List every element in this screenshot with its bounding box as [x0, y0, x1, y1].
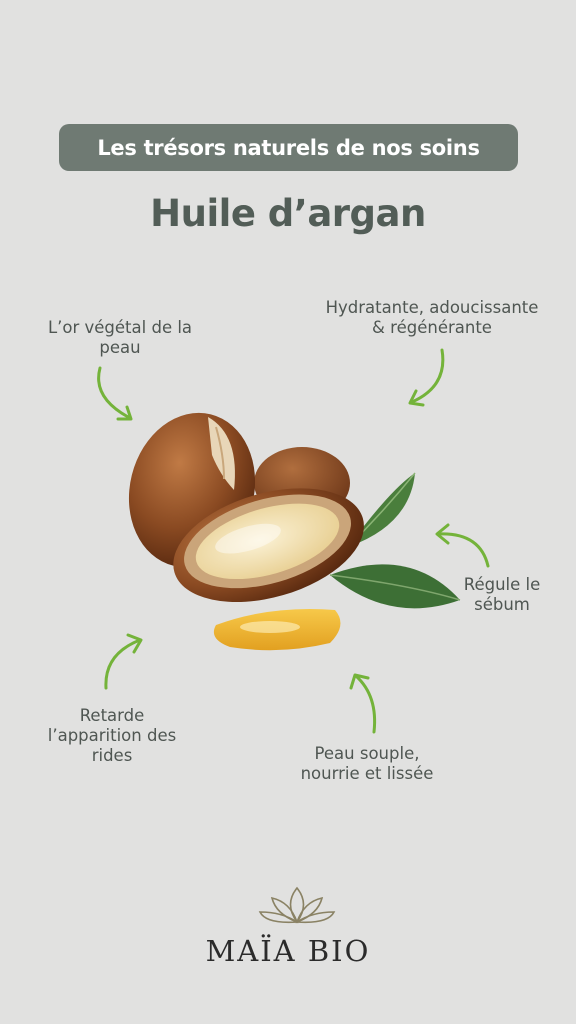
- benefit-label-sebum: Régule le sébum: [446, 575, 558, 615]
- benefit-label-wrinkles: Retarde l’apparition des rides: [22, 706, 202, 766]
- benefit-line: Hydratante, adoucissante: [325, 298, 539, 317]
- page-title: Huile d’argan: [150, 192, 426, 235]
- benefit-line: Régule le: [463, 575, 541, 594]
- curved-arrow-icon: [408, 348, 445, 407]
- benefit-label-hydrating: Hydratante, adoucissante & régénérante: [298, 298, 566, 338]
- benefit-line: peau: [99, 338, 141, 357]
- benefit-label-supple-skin: Peau souple, nourrie et lissée: [262, 744, 472, 784]
- benefit-line: & régénérante: [372, 318, 492, 337]
- curved-arrow-icon: [349, 673, 377, 734]
- curved-arrow-icon: [97, 366, 133, 421]
- benefit-line: Peau souple,: [314, 744, 420, 763]
- benefit-line: l’apparition des: [47, 726, 177, 745]
- benefit-label-golden-oil: L’or végétal de la peau: [20, 318, 220, 358]
- benefit-line: Retarde: [79, 706, 145, 725]
- benefit-line: nourrie et lissée: [300, 764, 434, 783]
- argan-nuts-illustration: [128, 412, 461, 651]
- benefit-line: sébum: [474, 595, 530, 614]
- benefit-line: rides: [91, 746, 133, 765]
- curved-arrow-icon: [435, 523, 490, 568]
- benefit-line: L’or végétal de la: [47, 318, 193, 337]
- lotus-icon: [258, 886, 336, 924]
- curved-arrow-icon: [104, 633, 143, 690]
- brand-name: MAÏA BIO: [205, 934, 371, 968]
- banner-label: Les trésors naturels de nos soins: [59, 124, 518, 171]
